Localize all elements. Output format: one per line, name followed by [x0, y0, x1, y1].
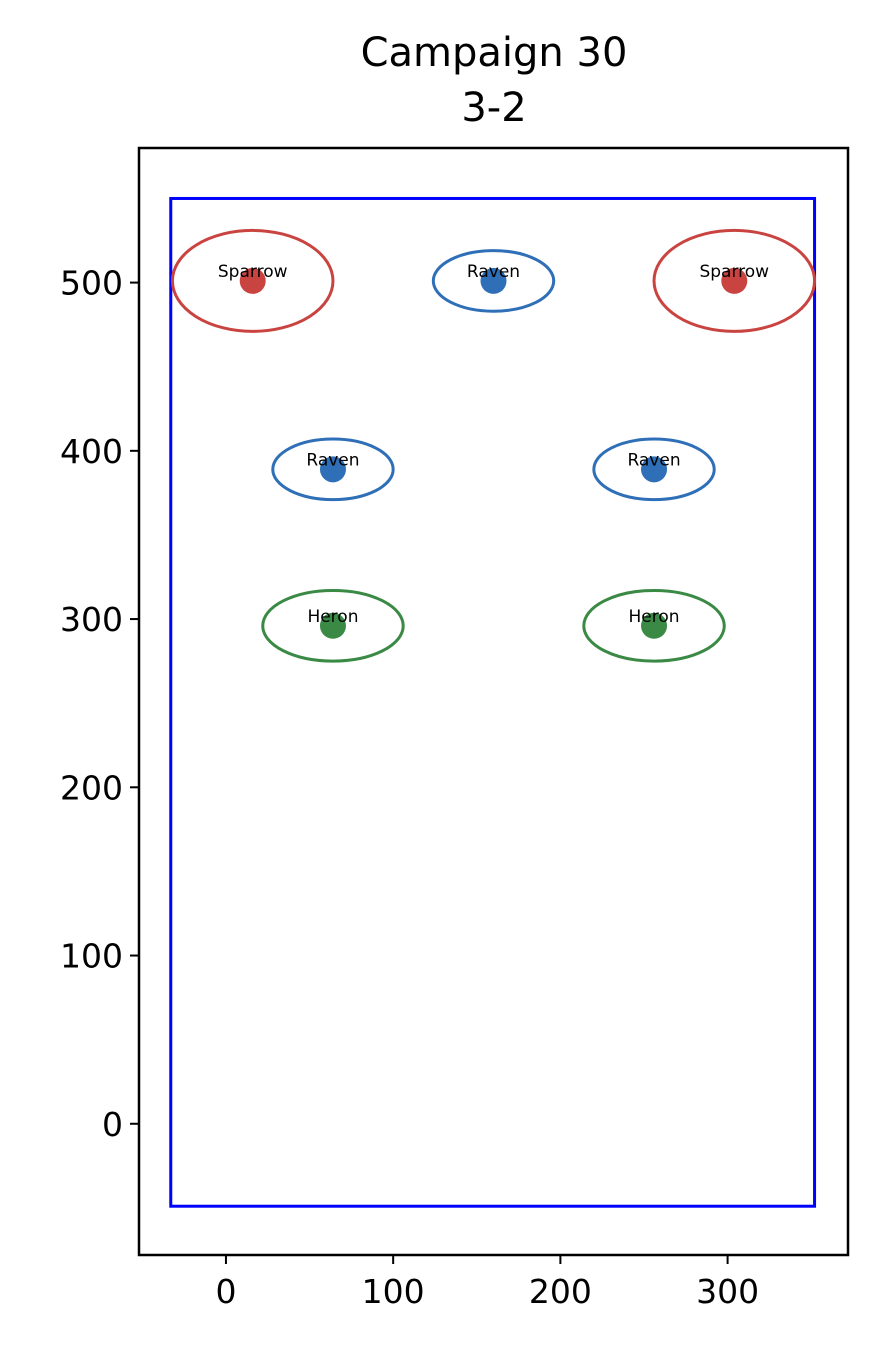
point-ellipse [592, 437, 716, 502]
point-label: Heron [629, 607, 680, 627]
point-label: Heron [307, 607, 358, 627]
y-tick-label: 300 [60, 600, 123, 639]
chart-subtitle: 3-2 [461, 85, 526, 131]
point-label: Raven [467, 262, 520, 282]
chart-title: Campaign 30 [361, 30, 628, 76]
y-tick-label: 500 [60, 264, 123, 303]
point-ellipse [431, 249, 556, 313]
data-point [641, 456, 668, 483]
y-tick-label: 0 [102, 1105, 123, 1144]
boundary-rect [169, 196, 817, 1208]
point-label: Sparrow [699, 262, 769, 282]
point-ellipse [652, 228, 817, 333]
y-tick-label: 200 [60, 768, 123, 807]
data-point [641, 612, 668, 639]
point-ellipse [170, 228, 335, 333]
data-point [480, 267, 507, 294]
y-tick-label: 400 [60, 432, 123, 471]
x-tick-label: 200 [529, 1272, 592, 1311]
x-tick-label: 100 [362, 1272, 425, 1311]
data-point [721, 267, 748, 294]
point-label: Raven [627, 450, 680, 470]
point-ellipse [271, 437, 395, 502]
x-tick-label: 300 [696, 1272, 759, 1311]
point-ellipse [582, 588, 726, 663]
point-label: Raven [306, 450, 359, 470]
x-tick-label: 0 [215, 1272, 236, 1311]
y-tick-label: 100 [60, 937, 123, 976]
data-point [239, 267, 266, 294]
data-point [319, 456, 346, 483]
point-label: Sparrow [218, 262, 288, 282]
point-ellipse [261, 588, 405, 663]
data-point [319, 612, 346, 639]
plot-frame [137, 146, 850, 1257]
